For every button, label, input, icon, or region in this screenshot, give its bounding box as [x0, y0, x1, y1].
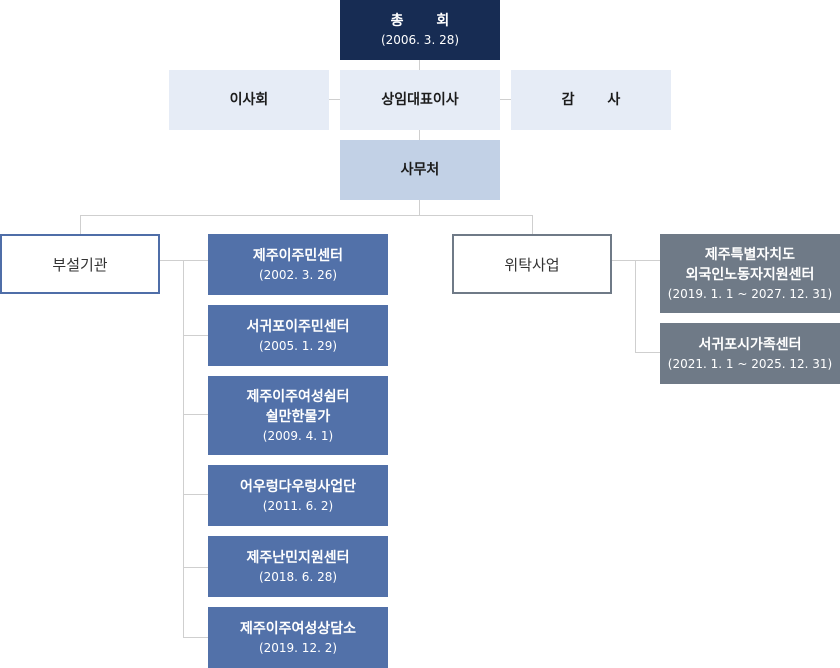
affiliated-item-date: (2018. 6. 28): [258, 569, 338, 584]
ceo-title: 상임대표이사: [381, 92, 459, 108]
connector-board: [329, 99, 340, 100]
connector-commissioned-stub: [612, 260, 660, 261]
board-title: 이사회: [229, 92, 269, 108]
affiliated-item: 제주이주여성상담소 (2019. 12. 2): [208, 607, 388, 668]
affiliated-item-name: 제주난민지원센터: [246, 549, 350, 566]
affiliated-item-date: (2019. 12. 2): [258, 640, 338, 655]
connector-branch-horizontal: [80, 215, 533, 216]
commissioned-item-date: (2019. 1. 1 ~ 2027. 12. 31): [667, 286, 833, 301]
general-meeting-title: 총 회: [390, 13, 464, 29]
audit-title: 감 사: [561, 92, 635, 108]
ceo-box: 상임대표이사: [340, 70, 500, 130]
affiliated-item-date: (2009. 4. 1): [262, 428, 334, 443]
affiliated-item-name-line2: 쉴만한물가: [265, 408, 331, 425]
affiliated-item-name: 제주이주여성쉼터: [246, 388, 350, 405]
connector-commissioned-spine: [635, 260, 636, 352]
affiliated-item-name: 어우렁다우렁사업단: [240, 478, 356, 495]
connector-affiliated-item-4: [183, 494, 208, 495]
connector-top-vertical: [419, 60, 420, 216]
affiliated-item: 제주난민지원센터 (2018. 6. 28): [208, 536, 388, 597]
connector-affiliated-item-2: [183, 335, 208, 336]
commissioned-item: 제주특별자치도 외국인노동자지원센터 (2019. 1. 1 ~ 2027. 1…: [660, 234, 840, 313]
commissioned-item: 서귀포시가족센터 (2021. 1. 1 ~ 2025. 12. 31): [660, 323, 840, 384]
commissioned-label-box: 위탁사업: [452, 234, 612, 294]
affiliated-label: 부설기관: [52, 255, 108, 274]
affiliated-item-date: (2002. 3. 26): [258, 267, 338, 282]
general-meeting-box: 총 회 (2006. 3. 28): [340, 0, 500, 60]
affiliated-item: 제주이주여성쉼터 쉴만한물가 (2009. 4. 1): [208, 376, 388, 455]
connector-commissioned-item-2: [635, 352, 660, 353]
affiliated-item-name: 제주이주민센터: [252, 247, 344, 264]
connector-commissioned-drop: [532, 215, 533, 235]
affiliated-item: 서귀포이주민센터 (2005. 1. 29): [208, 305, 388, 366]
board-box: 이사회: [169, 70, 329, 130]
affiliated-label-box: 부설기관: [0, 234, 160, 294]
commissioned-item-name-line2: 외국인노동자지원센터: [685, 266, 815, 283]
affiliated-item-date: (2005. 1. 29): [258, 338, 338, 353]
connector-affiliated-spine: [183, 260, 184, 638]
connector-affiliated-item-6: [183, 637, 208, 638]
secretariat-box: 사무처: [340, 140, 500, 200]
connector-affiliated-item-3: [183, 414, 208, 415]
connector-affiliated-stub: [160, 260, 208, 261]
commissioned-item-name: 서귀포시가족센터: [698, 336, 802, 353]
secretariat-title: 사무처: [400, 162, 440, 178]
affiliated-item-name: 서귀포이주민센터: [246, 318, 350, 335]
connector-affiliated-item-5: [183, 567, 208, 568]
audit-box: 감 사: [511, 70, 671, 130]
affiliated-item: 어우렁다우렁사업단 (2011. 6. 2): [208, 465, 388, 526]
commissioned-item-date: (2021. 1. 1 ~ 2025. 12. 31): [667, 356, 833, 371]
affiliated-item: 제주이주민센터 (2002. 3. 26): [208, 234, 388, 295]
connector-affiliated-drop: [80, 215, 81, 235]
connector-audit: [500, 99, 511, 100]
affiliated-item-name: 제주이주여성상담소: [240, 620, 356, 637]
affiliated-item-date: (2011. 6. 2): [262, 498, 334, 513]
commissioned-item-name: 제주특별자치도: [704, 246, 796, 263]
commissioned-label: 위탁사업: [504, 255, 560, 274]
general-meeting-date: (2006. 3. 28): [380, 33, 460, 47]
